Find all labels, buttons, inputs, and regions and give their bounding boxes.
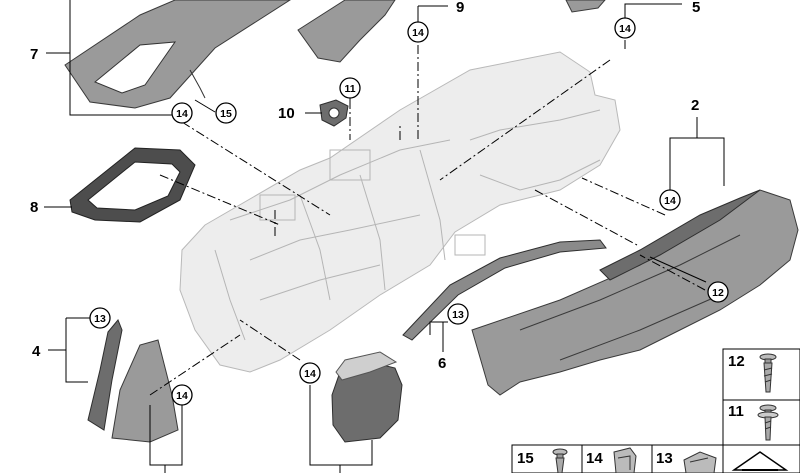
callout-14: 14 — [171, 102, 193, 124]
air-vent-assembly — [331, 351, 403, 443]
callouts: 14 15 14 14 11 14 12 13 — [89, 17, 729, 406]
callout-14: 14 — [171, 384, 193, 406]
fastener-legend: 12 11 15 14 13 — [511, 348, 800, 473]
clip-13-icon — [683, 451, 717, 473]
tool-symbol-icon — [731, 451, 789, 471]
callout-14: 14 — [614, 17, 636, 39]
part-4-side-trim — [87, 319, 179, 443]
position-number: 9 — [456, 0, 464, 16]
callout-label: 13 — [452, 309, 464, 321]
callout-13: 13 — [447, 303, 469, 325]
part-10-bracket — [319, 99, 349, 127]
clip-14-icon — [613, 447, 637, 473]
callout-15: 15 — [215, 102, 237, 124]
part-5-trim-piece — [565, 0, 606, 13]
part-8-dark-frame — [69, 147, 196, 223]
callout-label: 14 — [619, 23, 631, 35]
part-7-upper-trim-panel — [64, 0, 291, 109]
position-number: 7 — [30, 46, 38, 63]
callout-label: 14 — [664, 195, 676, 207]
legend-number: 12 — [728, 353, 745, 370]
callout-11: 11 — [339, 77, 361, 99]
position-number: 4 — [32, 343, 41, 360]
position-number: 2 — [691, 97, 699, 114]
legend-cell-15 — [511, 444, 583, 473]
callout-label: 14 — [176, 390, 188, 402]
legend-number: 15 — [517, 450, 534, 467]
assembly-lines — [149, 40, 706, 396]
callout-14: 14 — [659, 189, 681, 211]
legend-number: 13 — [656, 450, 673, 467]
callout-label: 15 — [220, 108, 232, 120]
screw-12-icon — [759, 353, 777, 393]
callout-label: 14 — [176, 108, 188, 120]
part-6-decor-strip — [402, 239, 607, 341]
part-9-trim-strip — [297, 0, 396, 63]
position-number: 6 — [438, 355, 446, 372]
legend-number: 14 — [586, 450, 603, 467]
position-numbers: 7 9 5 10 8 2 4 6 — [30, 0, 700, 372]
part-2-right-trim-panel — [471, 189, 799, 396]
callout-13: 13 — [89, 307, 111, 329]
callout-label: 14 — [304, 368, 316, 380]
callout-14: 14 — [407, 21, 429, 43]
dashboard-carrier — [179, 51, 621, 373]
position-number: 10 — [278, 105, 295, 122]
callout-label: 13 — [94, 313, 106, 325]
callout-label: 11 — [344, 83, 355, 95]
position-number: 8 — [30, 199, 38, 216]
leader-lines — [44, 0, 725, 473]
screw-11-icon — [757, 404, 779, 441]
callout-14: 14 — [299, 362, 321, 384]
position-number: 5 — [692, 0, 700, 16]
callout-12: 12 — [707, 281, 729, 303]
legend-number: 11 — [728, 403, 744, 420]
screw-15-icon — [552, 448, 568, 473]
callout-label: 12 — [712, 287, 724, 299]
callout-label: 14 — [412, 27, 424, 39]
